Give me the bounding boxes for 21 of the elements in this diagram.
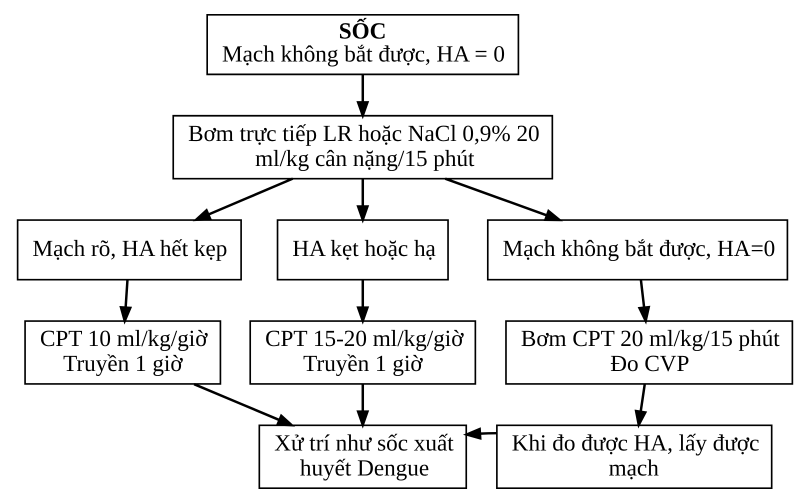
node-box: Mạch rõ, HA hết kẹp [16, 219, 242, 280]
arrow [356, 178, 369, 224]
arrow [193, 383, 295, 427]
node-box: Bơm trực tiếp LR hoặc NaCl 0,9% 20 ml/kg cân nặng/15 phút [172, 114, 553, 180]
arrow [356, 384, 369, 429]
arrow [192, 178, 293, 222]
arrow [462, 427, 496, 440]
arrow [356, 280, 369, 325]
arrow [637, 280, 650, 325]
node-box: CPT 15-20 ml/kg/giờ Truyền 1 giờ [248, 320, 476, 385]
node-box: Mạch không bắt được, HA=0 [486, 219, 788, 280]
node-box: HA kẹt hoặc hạ [276, 219, 448, 280]
node-box: Khi đo được HA, lấy được mạch [496, 424, 772, 490]
arrow [118, 280, 132, 325]
arrow [634, 384, 647, 429]
arrow [444, 178, 562, 222]
node-box: CPT 10 ml/kg/giờ Truyền 1 giờ [24, 320, 221, 385]
arrow [356, 74, 369, 120]
node-box: SỐC Mạch không bắt được, HA = 0 [206, 14, 519, 76]
node-box: Xử trí như sốc xuất huyết Dengue [258, 424, 467, 490]
node-box: Bơm CPT 20 ml/kg/15 phút Đo CVP [504, 320, 793, 385]
